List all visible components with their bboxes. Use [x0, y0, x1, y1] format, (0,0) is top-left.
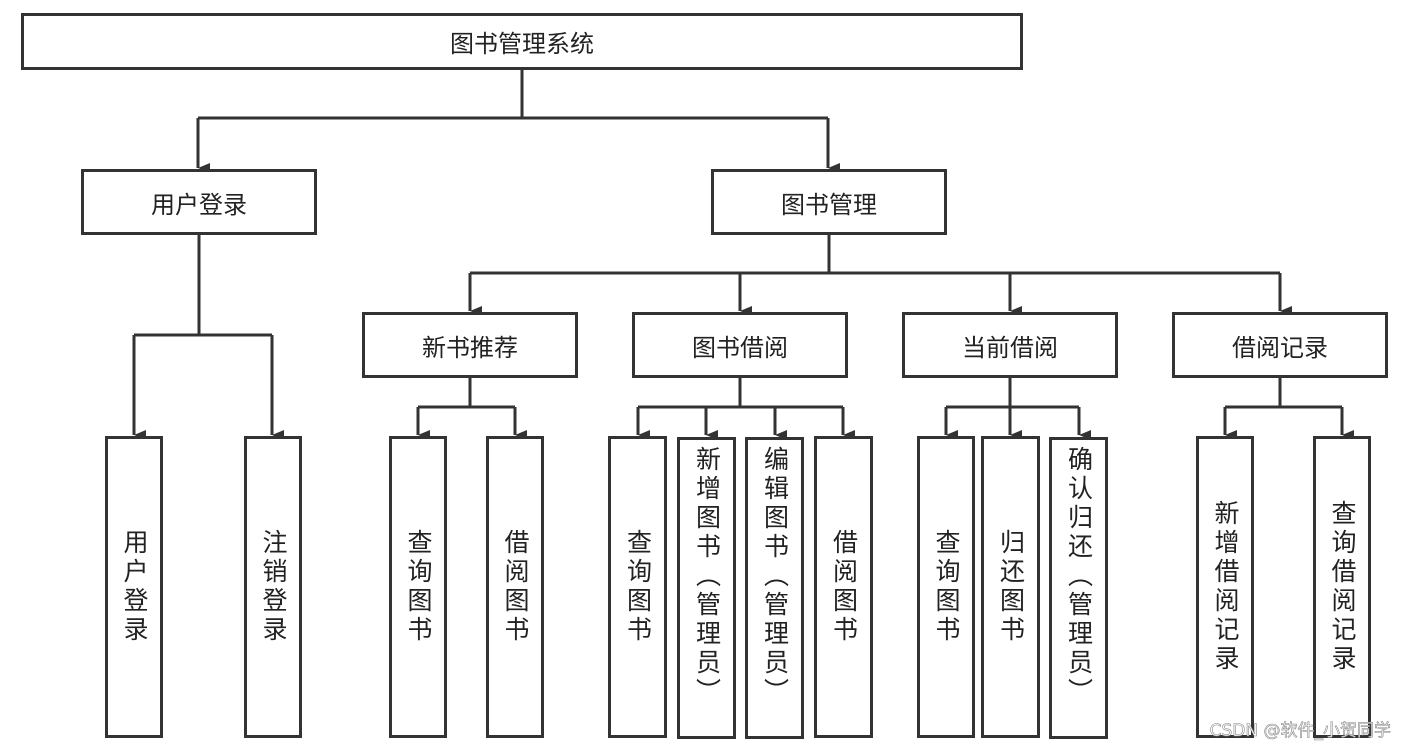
node-book-borrow: 图书借阅 — [632, 312, 848, 378]
node-borrow-books: 借阅图书 — [486, 436, 544, 738]
node-logout: 注销登录 — [244, 436, 302, 738]
node-add-borrow-record: 新增借阅记录 — [1196, 436, 1254, 738]
node-borrow-records: 借阅记录 — [1172, 312, 1388, 378]
node-user-login: 用户登录 — [81, 169, 317, 235]
node-query-borrow-record: 查询借阅记录 — [1313, 436, 1371, 738]
node-query-books: 查询图书 — [389, 436, 447, 738]
watermark: CSDN @软件_小贺同学 — [1209, 721, 1391, 742]
node-add-book-admin: 新增图书（管理员） — [677, 437, 736, 739]
node-return-books: 归还图书 — [981, 436, 1040, 738]
node-query-books: 查询图书 — [608, 436, 667, 738]
node-current-borrow: 当前借阅 — [902, 312, 1118, 378]
node-query-books: 查询图书 — [917, 436, 975, 738]
node-book-management: 图书管理 — [711, 169, 947, 235]
node-confirm-return-admin: 确认归还（管理员） — [1049, 437, 1108, 739]
node-root: 图书管理系统 — [21, 13, 1023, 70]
node-edit-book-admin: 编辑图书（管理员） — [745, 437, 804, 739]
node-borrow-books: 借阅图书 — [814, 436, 873, 738]
node-login: 用户登录 — [105, 436, 163, 738]
node-new-books: 新书推荐 — [362, 312, 578, 378]
